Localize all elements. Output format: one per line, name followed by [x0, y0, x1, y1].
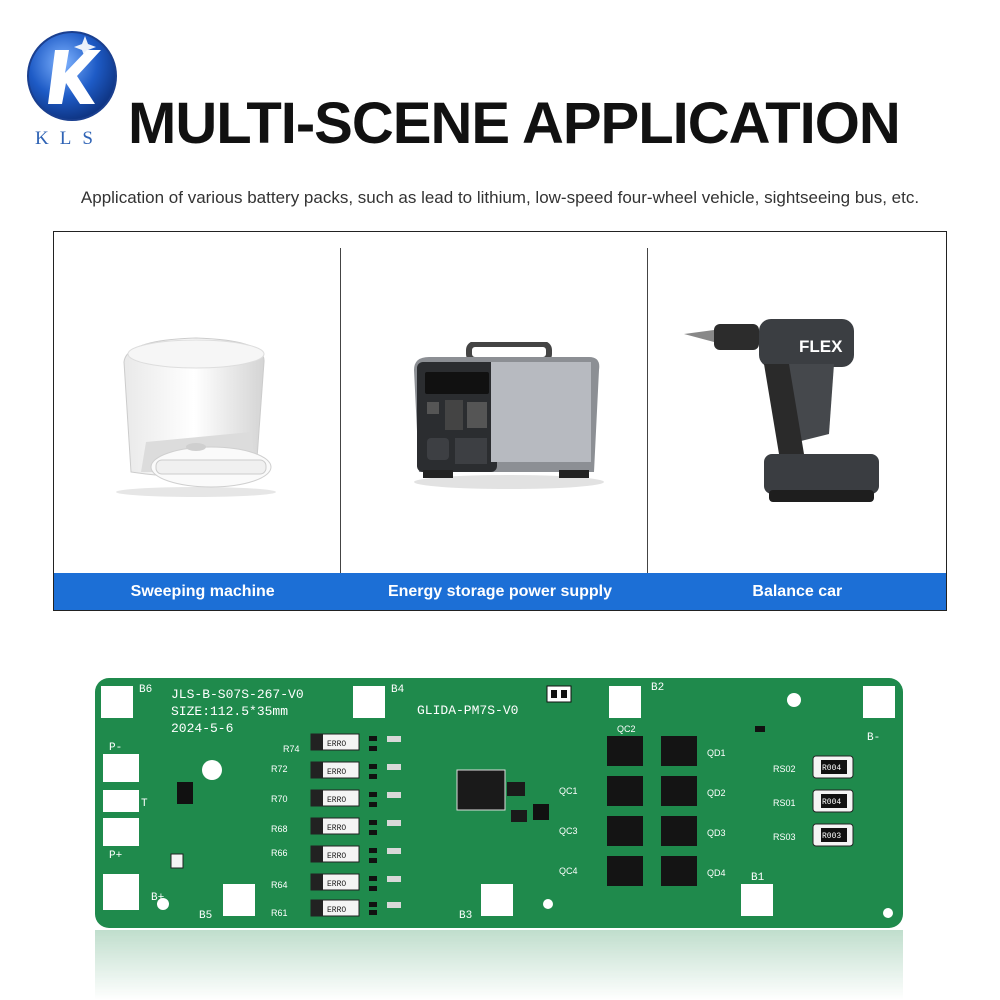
pad-b6: B6 [139, 684, 152, 696]
label-balance-car: Balance car [752, 583, 843, 600]
shunt-label: R004 [822, 798, 841, 807]
shunt-label: R003 [822, 832, 841, 841]
label-bar: Sweeping machine Energy storage power su… [54, 573, 946, 610]
cell-label: ERRO [327, 906, 346, 915]
pad-p-plus: P+ [109, 850, 122, 862]
shunt-ref: RS02 [773, 764, 796, 774]
power-station-icon [414, 342, 604, 489]
pad-b1: B1 [751, 872, 765, 884]
pcb-date: 2024-5-6 [171, 721, 233, 736]
mosfet-label: QC2 [617, 724, 636, 734]
res-label: R61 [271, 908, 288, 918]
pad-b-plus: B+ [151, 892, 164, 904]
page-title: MULTI-SCENE APPLICATION [128, 91, 901, 156]
application-panel: FLEX Sweeping machine Energy storage pow… [53, 231, 947, 611]
mosfet-label: QD4 [707, 868, 726, 878]
pcb-size: SIZE:112.5*35mm [171, 704, 288, 719]
cell-label: ERRO [327, 768, 346, 777]
label-energy-storage: Energy storage power supply [387, 583, 613, 600]
res-label: R72 [271, 764, 288, 774]
panel-divider [647, 248, 648, 578]
kls-logo [27, 31, 117, 121]
mosfet-label: QD2 [707, 788, 726, 798]
mosfet-label: QC1 [559, 786, 578, 796]
shunt-ref: RS01 [773, 798, 796, 808]
res-label: R74 [283, 744, 300, 754]
page-subtitle: Application of various battery packs, su… [80, 188, 920, 207]
drill-icon: FLEX [684, 319, 879, 502]
cell-label: ERRO [327, 852, 346, 861]
res-label: R66 [271, 848, 288, 858]
pad-t: T [141, 798, 148, 810]
logo-text: KLS [35, 128, 104, 149]
cell-label: ERRO [327, 796, 346, 805]
cell-label: ERRO [327, 880, 346, 889]
pcb-chip-label: GLIDA-PM7S-V0 [417, 703, 518, 718]
cell-label: ERRO [327, 740, 346, 749]
pad-b3: B3 [459, 910, 472, 922]
cell-label: ERRO [327, 824, 346, 833]
label-sweeping-machine: Sweeping machine [130, 583, 275, 600]
mosfet-label: QC4 [559, 866, 578, 876]
pcb-board: JLS-B-S07S-267-V0 SIZE:112.5*35mm 2024-5… [95, 678, 903, 928]
robot-vacuum-icon [116, 337, 276, 497]
mosfet-label: QC3 [559, 826, 578, 836]
pad-b4: B4 [391, 684, 405, 696]
res-label: R64 [271, 880, 288, 890]
pcb-reflection [95, 930, 903, 1000]
pad-p-minus: P- [109, 742, 122, 754]
mosfet-label: QD3 [707, 828, 726, 838]
shunt-ref: RS03 [773, 832, 796, 842]
panel-divider [340, 248, 341, 578]
pad-b2: B2 [651, 682, 664, 694]
mosfet-label: QD1 [707, 748, 726, 758]
pad-b5: B5 [199, 910, 212, 922]
res-label: R70 [271, 794, 288, 804]
res-label: R68 [271, 824, 288, 834]
pcb-model: JLS-B-S07S-267-V0 [171, 687, 304, 702]
pad-b-minus: B- [867, 732, 880, 744]
brand-text: FLEX [799, 337, 843, 356]
shunt-label: R004 [822, 764, 841, 773]
